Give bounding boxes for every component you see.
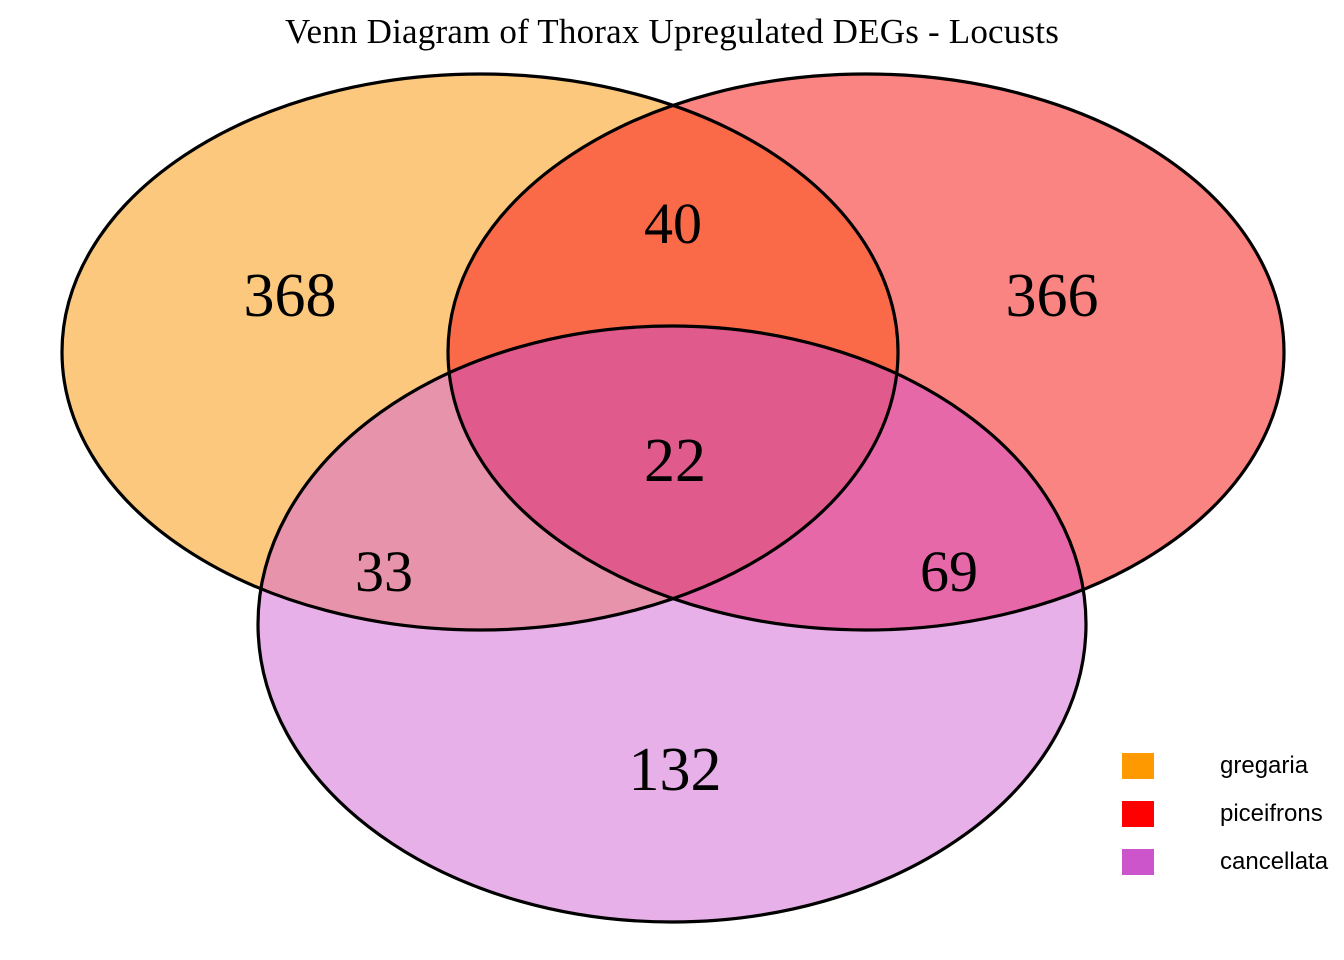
color-swatch-icon — [1122, 849, 1154, 875]
legend: gregaria piceifrons cancellata — [1122, 742, 1344, 886]
ellipse-piceifrons-outline — [446, 72, 1286, 632]
legend-label-cancellata: cancellata — [1220, 848, 1329, 875]
region-label-piceifrons-only: 366 — [1005, 262, 1099, 330]
ellipse-gregaria-outline — [60, 72, 900, 632]
page-title: Venn Diagram of Thorax Upregulated DEGs … — [284, 12, 1060, 51]
region-label-gregaria-cancellata: 33 — [355, 539, 413, 604]
color-swatch-icon — [1122, 801, 1154, 827]
legend-item-cancellata: cancellata — [1122, 838, 1344, 886]
legend-label-piceifrons: piceifrons — [1220, 800, 1323, 827]
legend-label-gregaria: gregaria — [1220, 752, 1309, 779]
region-label-cancellata-only: 132 — [628, 736, 722, 804]
region-label-gregaria-piceifrons: 40 — [644, 191, 702, 256]
region-label-all-three: 22 — [644, 427, 706, 495]
ellipse-cancellata-outline — [256, 324, 1088, 924]
legend-item-piceifrons: piceifrons — [1122, 790, 1344, 838]
legend-item-gregaria: gregaria — [1122, 742, 1344, 790]
color-swatch-icon — [1122, 753, 1154, 779]
region-label-gregaria-only: 368 — [243, 262, 337, 330]
region-label-piceifrons-cancellata: 69 — [920, 539, 978, 604]
